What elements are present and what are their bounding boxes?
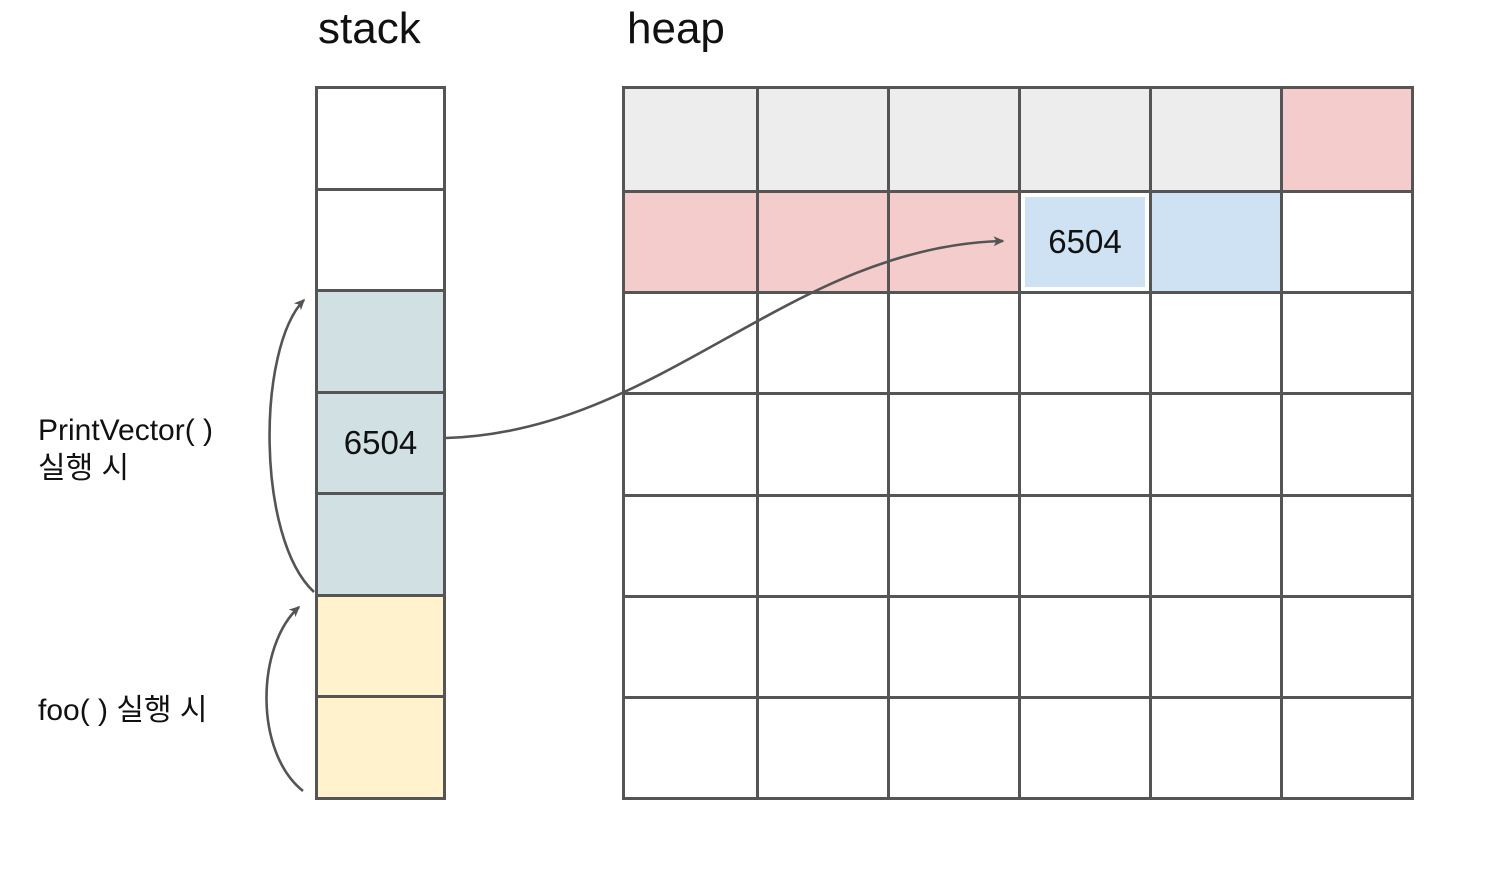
heap-cell: [1149, 291, 1280, 393]
heap-cell: [1018, 291, 1149, 393]
heap-cell: [756, 695, 887, 797]
heap-cell: [887, 594, 1018, 696]
printvector-range-arrow: [268, 298, 315, 593]
heap-cell: [1280, 190, 1411, 292]
heap-cell: [756, 392, 887, 494]
heap-title: heap: [627, 4, 725, 53]
heap-grid: 6504: [622, 86, 1414, 800]
stack-cell: [318, 89, 443, 188]
heap-cell: [625, 493, 756, 595]
heap-cell: [1149, 695, 1280, 797]
heap-cell: [887, 695, 1018, 797]
heap-cell: [756, 190, 887, 292]
heap-cell: [1018, 89, 1149, 191]
heap-cell: [625, 695, 756, 797]
heap-cell: [1149, 190, 1280, 292]
heap-cell: [1280, 493, 1411, 595]
heap-cell: [1280, 291, 1411, 393]
stack-cell: [318, 593, 443, 696]
foo-range-arrow: [265, 605, 304, 793]
stack-cell: 6504: [318, 390, 443, 493]
heap-cell: 6504: [1018, 190, 1149, 292]
heap-cell: [625, 190, 756, 292]
heap-cell: [887, 392, 1018, 494]
heap-cell: [1018, 392, 1149, 494]
heap-cell: [1280, 594, 1411, 696]
stack-cell: [318, 187, 443, 290]
stack-cell: [318, 492, 443, 594]
heap-cell: [756, 291, 887, 393]
heap-cell: [1018, 695, 1149, 797]
heap-cell: [625, 392, 756, 494]
heap-cell: [1018, 493, 1149, 595]
foo-annotation: foo( ) 실행 시: [38, 694, 208, 727]
printvector-annotation: PrintVector( ) 실행 시: [38, 412, 213, 488]
heap-cell: [1149, 89, 1280, 191]
heap-cell: [625, 89, 756, 191]
heap-cell: [887, 89, 1018, 191]
printvector-annotation-line2: 실행 시: [38, 452, 130, 485]
heap-cell: [756, 594, 887, 696]
heap-cell: [1018, 594, 1149, 696]
stack-title: stack: [318, 4, 421, 53]
heap-cell: [1149, 594, 1280, 696]
heap-cell: [625, 594, 756, 696]
heap-cell: [887, 291, 1018, 393]
heap-cell: [887, 493, 1018, 595]
stack-column: 6504: [315, 86, 446, 800]
stack-cell: [318, 695, 443, 798]
heap-cell: [625, 291, 756, 393]
stack-cell: [318, 289, 443, 391]
heap-cell: [756, 89, 887, 191]
heap-cell: [756, 493, 887, 595]
heap-cell: [1149, 493, 1280, 595]
heap-cell: [1280, 89, 1411, 191]
heap-cell: [887, 190, 1018, 292]
heap-cell: [1149, 392, 1280, 494]
printvector-annotation-line1: PrintVector( ): [38, 414, 214, 447]
heap-cell: [1280, 392, 1411, 494]
heap-cell: [1280, 695, 1411, 797]
